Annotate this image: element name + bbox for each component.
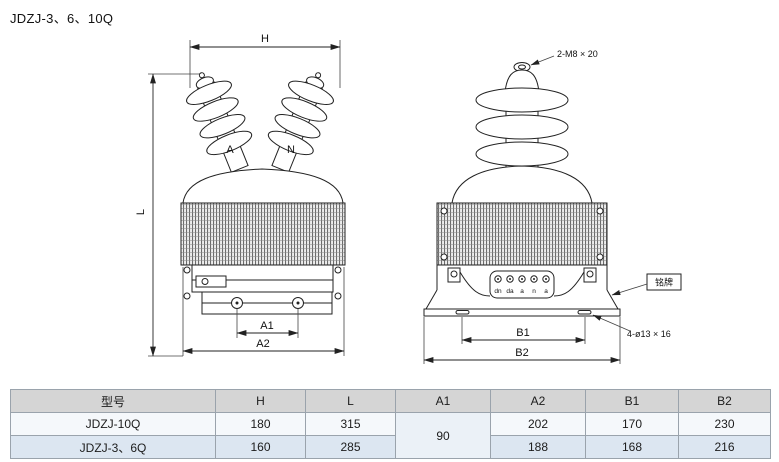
insulator-right <box>267 72 334 173</box>
cell-h: 160 <box>215 435 306 459</box>
base-assembly <box>183 264 342 315</box>
base-side <box>423 265 621 317</box>
finned-body-side <box>436 202 608 266</box>
phase-label-a: A <box>226 144 234 156</box>
mounting-slot <box>455 310 470 315</box>
cell-h: 180 <box>215 412 306 436</box>
cell-model: JDZJ-10Q <box>10 412 216 436</box>
cell-model: JDZJ-3、6Q <box>10 435 216 459</box>
dim-label-h: H <box>261 33 269 45</box>
dimension-a2: A2 <box>182 267 345 356</box>
bolt-note: 2-M8 × 20 <box>557 49 598 59</box>
nameplate-note: 铭牌 <box>655 277 673 288</box>
cell-l: 315 <box>305 412 396 436</box>
nameplate-annotation: 铭牌 <box>611 273 682 296</box>
table-row: JDZJ-3、6Q 160 285 188 168 216 <box>10 435 771 459</box>
dim-label-b2: B2 <box>515 347 528 359</box>
terminal-label: n <box>532 288 536 295</box>
dimension-b2: B2 <box>423 317 621 364</box>
dimension-a1: A1 <box>236 309 299 338</box>
dim-label-a1: A1 <box>260 320 273 332</box>
col-header-a1: A1 <box>395 389 491 413</box>
col-header-h: H <box>215 389 306 413</box>
terminal-label: a <box>520 288 524 295</box>
corner-bolt <box>183 292 191 300</box>
tank-dome <box>182 168 344 204</box>
insulator-cap <box>504 69 540 93</box>
dim-label-b1: B1 <box>516 327 529 339</box>
col-header-model: 型号 <box>10 389 216 413</box>
phase-label-n: N <box>287 144 295 156</box>
dimension-b1: B1 <box>461 317 586 344</box>
cell-b2: 216 <box>678 435 771 459</box>
col-header-a2: A2 <box>490 389 586 413</box>
cell-b1: 168 <box>585 435 679 459</box>
table-row: JDZJ-10Q 180 315 90 202 170 230 <box>10 412 771 459</box>
dimension-table: 型号 H L A1 A2 B1 B2 JDZJ-10Q 180 315 90 2… <box>10 389 771 459</box>
drawing-title: JDZJ-3、6、10Q <box>10 11 114 26</box>
cell-b2: 230 <box>678 412 771 436</box>
front-view: H L <box>135 33 346 357</box>
dimension-l: L <box>135 73 200 357</box>
cell-a2: 188 <box>490 435 586 459</box>
col-header-b2: B2 <box>678 389 771 413</box>
side-view: 2-M8 × 20 <box>423 49 682 364</box>
col-header-b1: B1 <box>585 389 679 413</box>
finned-body <box>180 202 346 266</box>
mounting-slot <box>577 310 592 315</box>
dim-label-a2: A2 <box>256 338 269 350</box>
hole-note: 4-ø13 × 16 <box>627 329 671 339</box>
insulator-left <box>186 72 253 173</box>
cell-a1-merged: 90 <box>395 412 491 459</box>
corner-bolt <box>334 266 342 274</box>
cell-b1: 170 <box>585 412 679 436</box>
dimension-h: H <box>189 33 341 88</box>
cell-a2: 202 <box>490 412 586 436</box>
table-header-row: 型号 H L A1 A2 B1 B2 <box>10 389 771 413</box>
corner-bolt <box>334 292 342 300</box>
terminal-label: da <box>506 288 514 295</box>
terminal-label: dn <box>494 288 502 295</box>
hole-annotation: 4-ø13 × 16 <box>592 314 671 339</box>
body-corner-bolts <box>440 207 604 261</box>
technical-drawing: H L <box>135 33 682 364</box>
terminal-box: dn da a n a <box>489 270 555 299</box>
dim-label-l: L <box>135 209 147 215</box>
col-header-l: L <box>305 389 396 413</box>
tank-dome-side <box>451 165 593 204</box>
corner-bolt <box>183 266 191 274</box>
cell-l: 285 <box>305 435 396 459</box>
bolt-annotation: 2-M8 × 20 <box>530 49 598 66</box>
terminal-label: a <box>544 288 548 295</box>
insulator-sheds <box>475 87 569 168</box>
